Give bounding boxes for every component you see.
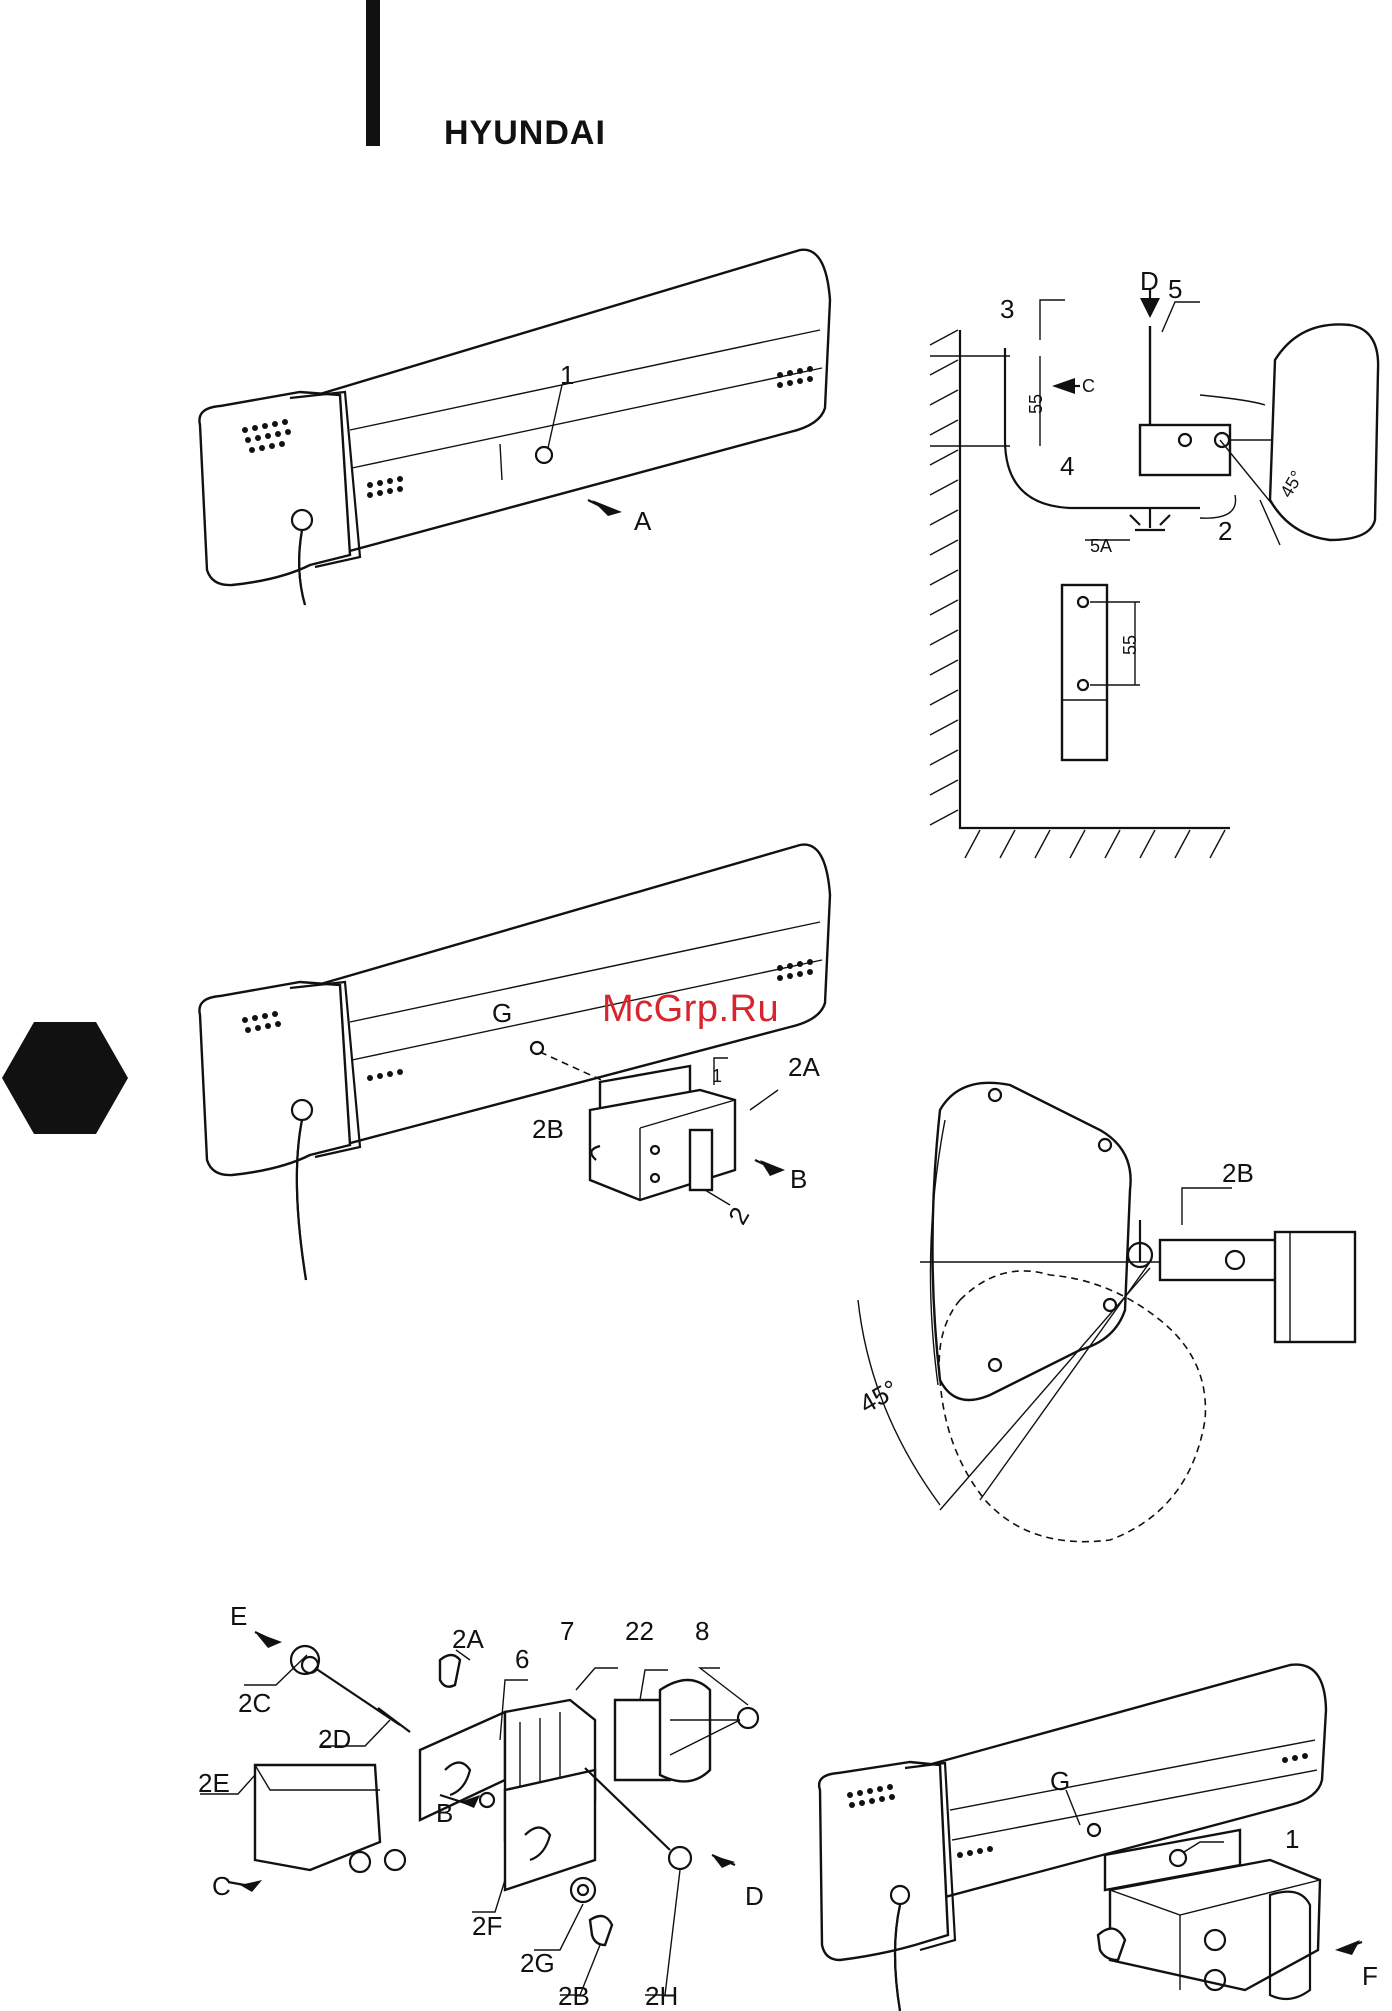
fig5-label-7: 7 xyxy=(560,1616,574,1646)
fig1-label-1: 1 xyxy=(560,360,574,390)
figure-6-pole-mount xyxy=(819,1665,1362,2011)
fig2-label-d: D xyxy=(1140,266,1159,296)
fig2-label-5: 5 xyxy=(1168,274,1182,304)
fig5-label-2a: 2A xyxy=(452,1624,484,1654)
fig3-label-2a: 2A xyxy=(788,1052,820,1082)
fig2-label-55b: 55 xyxy=(1120,635,1140,655)
fig2-label-3: 3 xyxy=(1000,294,1014,324)
fig4-label-angle: 45° xyxy=(854,1374,903,1420)
fig5-label-22: 22 xyxy=(625,1616,654,1646)
fig5-label-8: 8 xyxy=(695,1616,709,1646)
fig3-label-1: 1 xyxy=(712,1066,722,1086)
fig6-label-1: 1 xyxy=(1285,1824,1299,1854)
fig4-label-2b: 2B xyxy=(1222,1158,1254,1188)
fig5-label-6: 6 xyxy=(515,1644,529,1674)
figure-1-heater xyxy=(199,250,830,605)
fig2-label-2: 2 xyxy=(1218,516,1232,546)
fig3-label-g: G xyxy=(492,998,512,1028)
figure-2-wall-mount xyxy=(930,288,1378,858)
fig5-label-2e: 2E xyxy=(198,1768,230,1798)
fig2-label-4: 4 xyxy=(1060,451,1074,481)
fig5-label-2f: 2F xyxy=(472,1911,502,1941)
figure-4-tilt xyxy=(858,1083,1355,1542)
fig6-label-f: F xyxy=(1362,1961,1378,1991)
fig3-label-b: B xyxy=(790,1164,807,1194)
fig5-label-2b: 2B xyxy=(558,1981,590,2011)
fig1-label-a: A xyxy=(634,506,652,536)
fig5-label-2h: 2H xyxy=(645,1981,678,2011)
fig5-label-d: D xyxy=(745,1881,764,1911)
fig5-label-2g: 2G xyxy=(520,1948,555,1978)
fig2-label-5a: 5A xyxy=(1090,536,1112,556)
fig3-label-2: 2 xyxy=(722,1202,755,1230)
fig5-label-2c: 2C xyxy=(238,1688,271,1718)
fig5-label-c: C xyxy=(212,1871,231,1901)
fig3-label-2b: 2B xyxy=(532,1114,564,1144)
fig5-label-2d: 2D xyxy=(318,1724,351,1754)
fig2-label-c: C xyxy=(1082,376,1095,396)
fig5-label-e: E xyxy=(230,1601,247,1631)
watermark: McGrp.Ru xyxy=(602,988,779,1031)
fig5-label-b: B xyxy=(436,1798,453,1828)
fig6-label-g: G xyxy=(1050,1766,1070,1796)
fig2-label-55: 55 xyxy=(1026,394,1046,414)
